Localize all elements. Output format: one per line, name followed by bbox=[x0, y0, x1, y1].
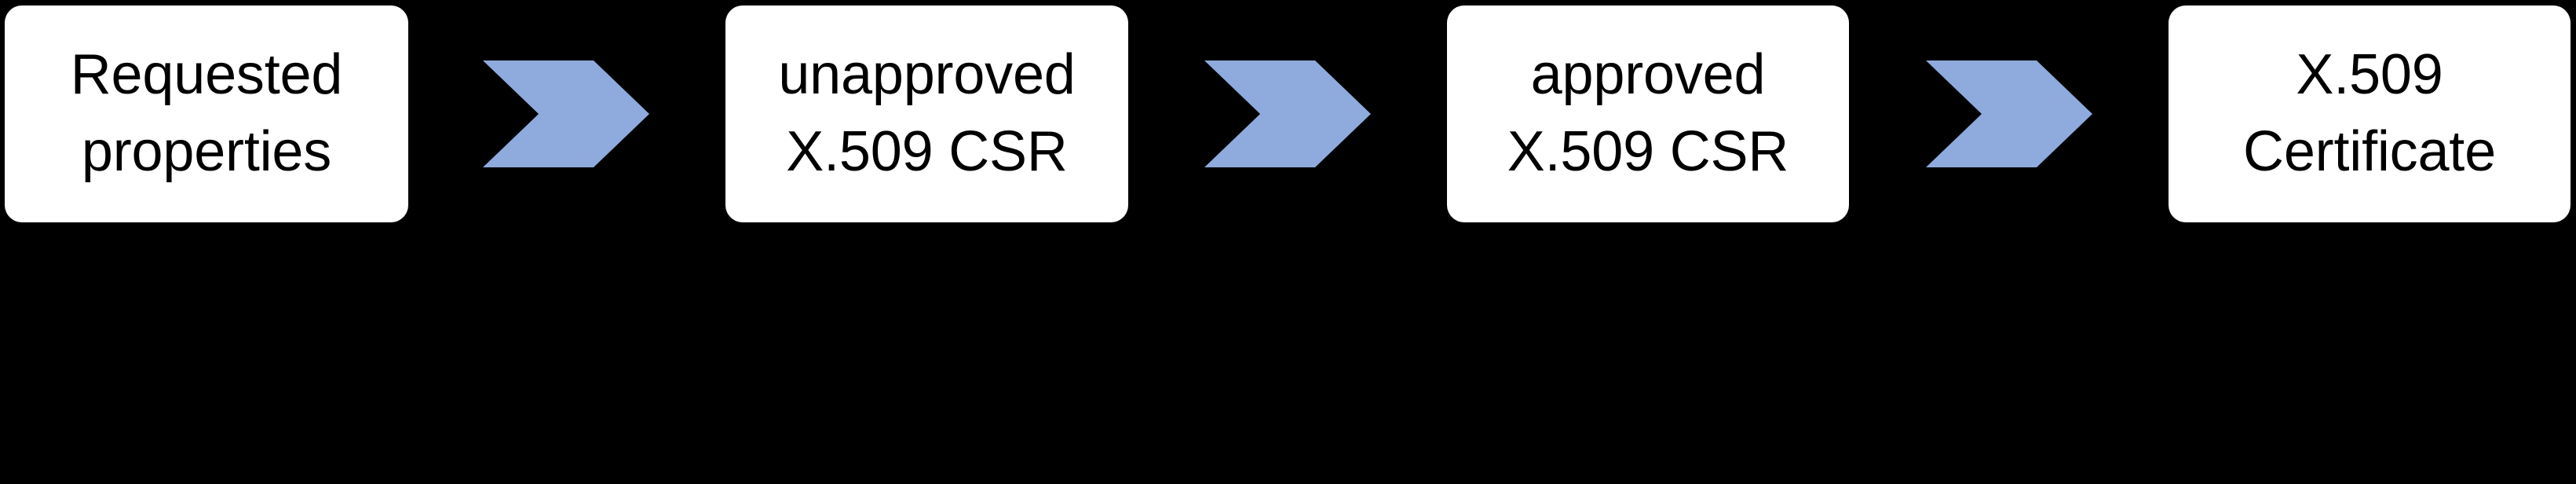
step-label-line-2: properties bbox=[81, 120, 332, 183]
chevron-right-icon bbox=[1204, 60, 1371, 167]
process-step-approved-csr[interactable]: approved X.509 CSR bbox=[1447, 6, 1849, 222]
chevron-right-icon bbox=[483, 60, 649, 167]
step-label-line-2: Certificate bbox=[2243, 120, 2496, 183]
step-label-line-1: Requested bbox=[70, 43, 343, 107]
process-step-requested-properties[interactable]: Requested properties bbox=[5, 6, 408, 222]
chevron-right-icon bbox=[1926, 60, 2092, 167]
step-label-line-1: unapproved bbox=[778, 43, 1076, 107]
process-step-x509-certificate[interactable]: X.509 Certificate bbox=[2169, 6, 2571, 222]
step-label-line-1: approved bbox=[1530, 43, 1766, 107]
step-label-line-1: X.509 bbox=[2296, 43, 2443, 107]
step-label-line-2: X.509 CSR bbox=[786, 120, 1068, 183]
process-step-unapproved-csr[interactable]: unapproved X.509 CSR bbox=[725, 6, 1128, 222]
step-label-line-2: X.509 CSR bbox=[1507, 120, 1789, 183]
